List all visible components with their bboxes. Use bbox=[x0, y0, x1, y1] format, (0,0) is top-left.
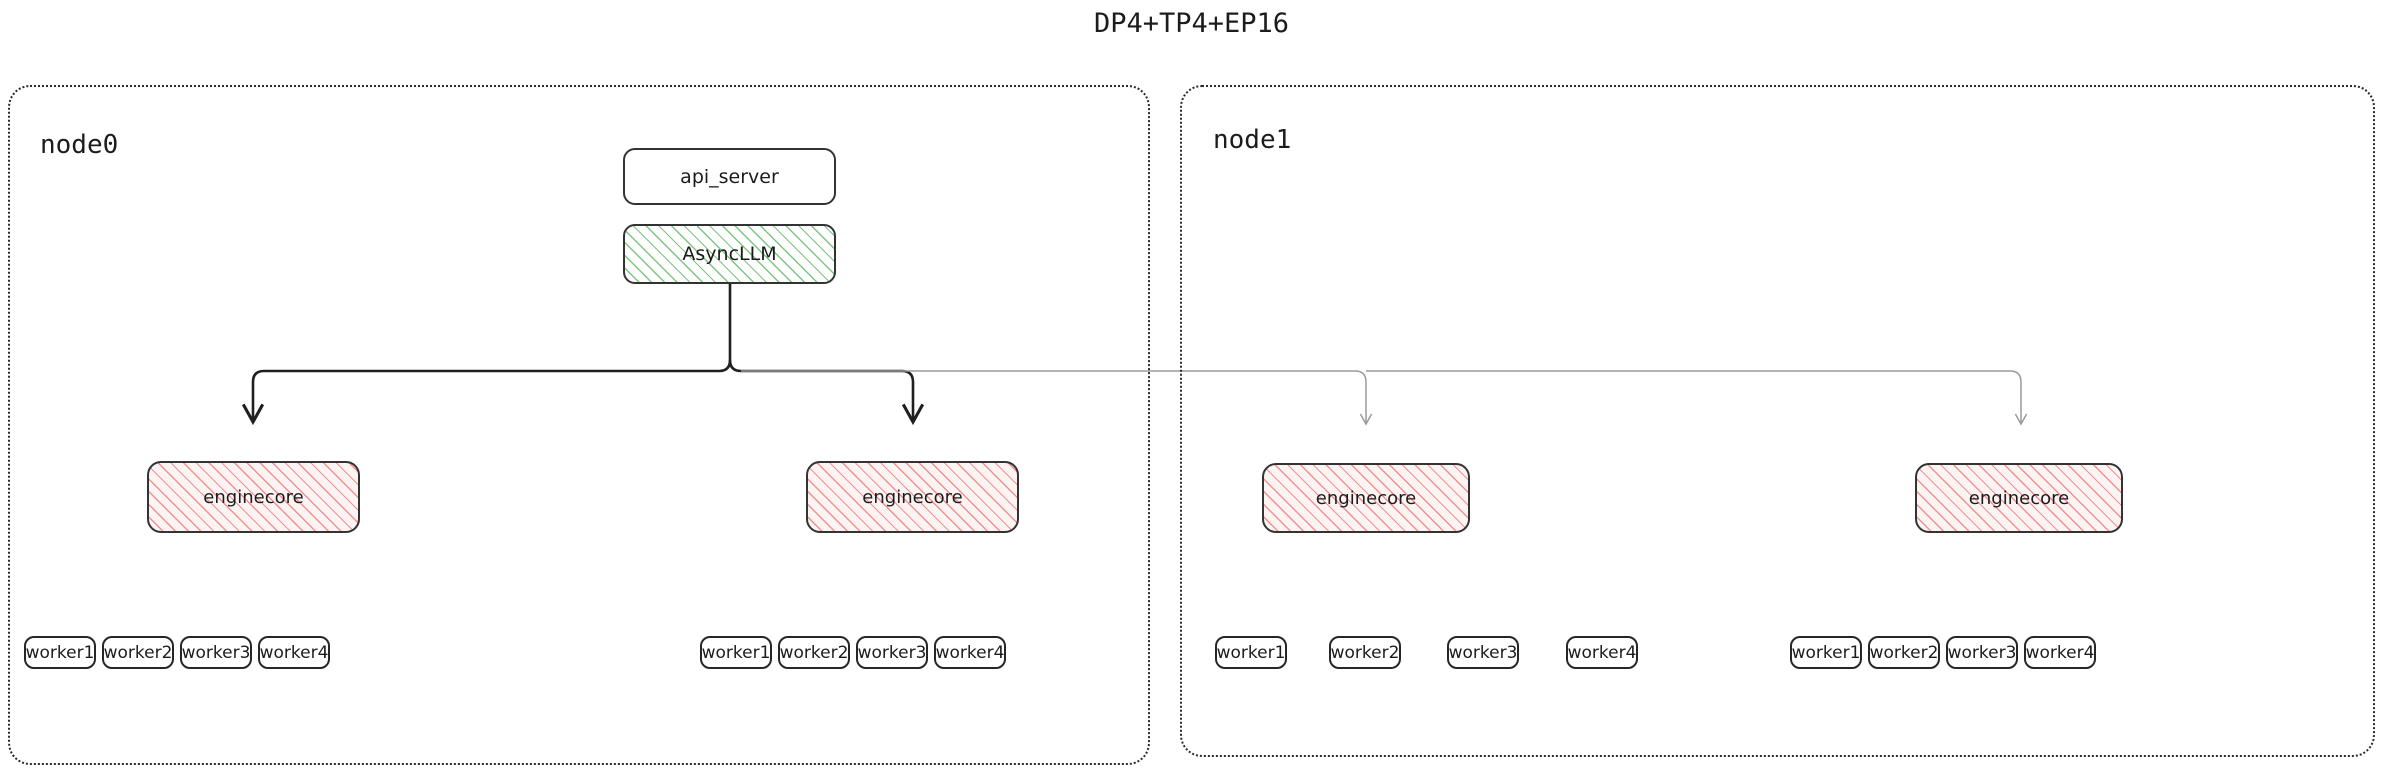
enginecore-label: enginecore bbox=[1968, 487, 2070, 509]
worker-label: worker3 bbox=[181, 642, 251, 663]
worker-label: worker4 bbox=[2025, 642, 2095, 663]
worker-label: worker4 bbox=[259, 642, 329, 663]
worker-label: worker2 bbox=[1330, 642, 1400, 663]
node-label-node1: node1 bbox=[1213, 125, 1292, 155]
worker-box-node1-0-3[interactable]: worker4 bbox=[1566, 636, 1638, 669]
worker-label: worker3 bbox=[1448, 642, 1518, 663]
worker-box-node0-1-3[interactable]: worker4 bbox=[934, 636, 1006, 669]
node-container-node0 bbox=[8, 85, 1150, 765]
worker-box-node0-1-0[interactable]: worker1 bbox=[700, 636, 772, 669]
enginecore-box-node0-0[interactable]: enginecore bbox=[147, 461, 360, 533]
worker-box-node0-1-2[interactable]: worker3 bbox=[856, 636, 928, 669]
worker-box-node0-0-0[interactable]: worker1 bbox=[24, 636, 96, 669]
worker-label: worker1 bbox=[25, 642, 95, 663]
worker-box-node0-0-3[interactable]: worker4 bbox=[258, 636, 330, 669]
node-label-node0: node0 bbox=[40, 130, 119, 160]
worker-box-node1-1-1[interactable]: worker2 bbox=[1868, 636, 1940, 669]
worker-box-node0-0-1[interactable]: worker2 bbox=[102, 636, 174, 669]
worker-label: worker3 bbox=[1947, 642, 2017, 663]
worker-box-node1-0-2[interactable]: worker3 bbox=[1447, 636, 1519, 669]
enginecore-box-node1-0[interactable]: enginecore bbox=[1262, 463, 1470, 533]
worker-label: worker2 bbox=[103, 642, 173, 663]
enginecore-label: enginecore bbox=[862, 486, 963, 508]
worker-label: worker1 bbox=[1791, 642, 1861, 663]
enginecore-box-node1-1[interactable]: enginecore bbox=[1915, 463, 2123, 533]
worker-label: worker4 bbox=[1567, 642, 1637, 663]
worker-label: worker1 bbox=[1216, 642, 1286, 663]
worker-label: worker1 bbox=[701, 642, 771, 663]
api-server-box[interactable]: api_server bbox=[623, 148, 836, 205]
api-server-label: api_server bbox=[680, 165, 779, 188]
page-title: DP4+TP4+EP16 bbox=[1093, 8, 1290, 39]
enginecore-label: enginecore bbox=[203, 486, 304, 508]
worker-label: worker2 bbox=[779, 642, 849, 663]
worker-box-node1-0-0[interactable]: worker1 bbox=[1215, 636, 1287, 669]
enginecore-label: enginecore bbox=[1315, 487, 1417, 509]
async-llm-label: AsyncLLM bbox=[682, 243, 777, 265]
worker-label: worker2 bbox=[1869, 642, 1939, 663]
worker-label: worker4 bbox=[935, 642, 1005, 663]
worker-label: worker3 bbox=[857, 642, 927, 663]
worker-box-node0-0-2[interactable]: worker3 bbox=[180, 636, 252, 669]
worker-box-node1-1-3[interactable]: worker4 bbox=[2024, 636, 2096, 669]
worker-box-node1-0-1[interactable]: worker2 bbox=[1329, 636, 1401, 669]
worker-box-node1-1-2[interactable]: worker3 bbox=[1946, 636, 2018, 669]
worker-box-node0-1-1[interactable]: worker2 bbox=[778, 636, 850, 669]
worker-box-node1-1-0[interactable]: worker1 bbox=[1790, 636, 1862, 669]
async-llm-box[interactable]: AsyncLLM bbox=[623, 224, 836, 284]
enginecore-box-node0-1[interactable]: enginecore bbox=[806, 461, 1019, 533]
node-container-node1 bbox=[1180, 85, 2375, 757]
